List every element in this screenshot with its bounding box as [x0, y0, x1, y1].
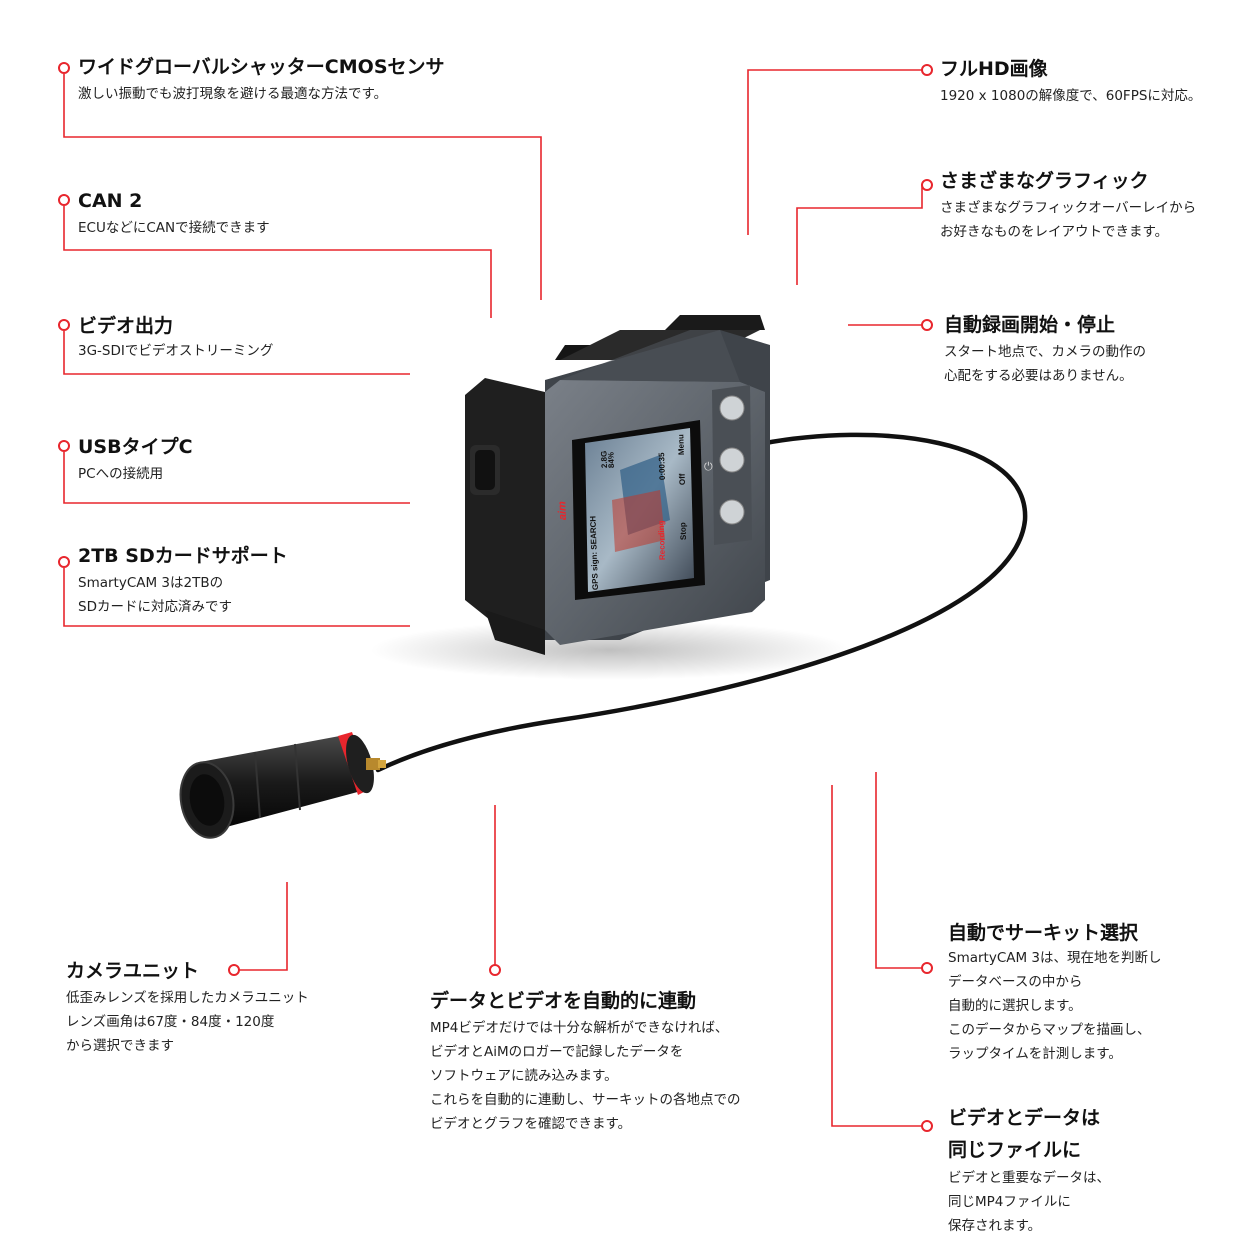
callout-dot [58, 62, 70, 74]
feature-camera: カメラユニット 低歪みレンズを採用したカメラユニット レンズ画角は67度・84度… [66, 958, 309, 1058]
screen-menu: Menu [676, 434, 686, 455]
feature-camera-desc: 低歪みレンズを採用したカメラユニット レンズ画角は67度・84度・120度 から… [66, 990, 309, 1054]
feature-sensor: ワイドグローバルシャッターCMOSセンサ 激しい振動でも波打現象を避ける最適な方… [78, 54, 445, 106]
feature-graphics-desc: さまざまなグラフィックオーバーレイから お好きなものをレイアウトできます。 [940, 200, 1197, 240]
feature-fullhd-desc: 1920 x 1080の解像度で、60FPSに対応。 [940, 88, 1202, 104]
screen-gps-text: GPS sign: SEARCH [588, 516, 600, 591]
camera-cable [375, 432, 1028, 773]
feature-usb-title: USBタイプC [78, 436, 193, 458]
feature-samefile-title: ビデオとデータは [948, 1107, 1101, 1129]
feature-sd: 2TB SDカードサポート SmartyCAM 3は2TBの SDカードに対応済… [78, 543, 288, 619]
feature-link-title: データとビデオを自動的に連動 [430, 990, 697, 1012]
feature-graphics-title: さまざまなグラフィック [940, 170, 1149, 192]
device-button-bottom[interactable] [719, 499, 745, 525]
screen-stop: Stop [678, 522, 688, 540]
feature-samefile-desc: ビデオと重要なデータは、 同じMP4ファイルに 保存されます。 [948, 1170, 1110, 1234]
feature-circuit: 自動でサーキット選択 SmartyCAM 3は、現在地を判断し データベースの中… [948, 920, 1162, 1066]
feature-video-out-desc: 3G-SDIでビデオストリーミング [78, 343, 274, 359]
feature-camera-title: カメラユニット [66, 960, 200, 982]
brand-logo: aim [556, 501, 569, 521]
camera-unit [179, 732, 386, 839]
feature-can-title: CAN 2 [78, 190, 143, 212]
feature-autorec: 自動録画開始・停止 スタート地点で、カメラの動作の 心配をする必要はありません。 [944, 312, 1146, 388]
screen-recording: Recording [657, 520, 667, 560]
feature-usb: USBタイプC PCへの接続用 [78, 434, 193, 486]
feature-circuit-title: 自動でサーキット選択 [948, 922, 1139, 944]
feature-circuit-desc: SmartyCAM 3は、現在地を判断し データベースの中から 自動的に選択しま… [948, 950, 1162, 1062]
feature-autorec-desc: スタート地点で、カメラの動作の 心配をする必要はありません。 [944, 344, 1146, 384]
feature-can-desc: ECUなどにCANで接続できます [78, 220, 270, 236]
feature-can: CAN 2 ECUなどにCANで接続できます [78, 188, 270, 240]
feature-samefile: ビデオとデータは 同じファイルに ビデオと重要なデータは、 同じMP4ファイルに… [948, 1102, 1110, 1238]
feature-sensor-title: ワイドグローバルシャッターCMOSセンサ [78, 56, 445, 78]
feature-sensor-desc: 激しい振動でも波打現象を避ける最適な方法です。 [78, 86, 388, 102]
screen-time: 0:00:35 [657, 452, 667, 480]
feature-link-desc: MP4ビデオだけでは十分な解析ができなければ、 ビデオとAiMのロガーで記録した… [430, 1020, 741, 1132]
feature-link: データとビデオを自動的に連動 MP4ビデオだけでは十分な解析ができなければ、 ビ… [430, 988, 741, 1136]
screen-storage-2: 84% [606, 452, 616, 468]
feature-sd-title: 2TB SDカードサポート [78, 545, 288, 567]
feature-fullhd: フルHD画像 1920 x 1080の解像度で、60FPSに対応。 [940, 56, 1201, 108]
feature-graphics: さまざまなグラフィック さまざまなグラフィックオーバーレイから お好きなものをレ… [940, 168, 1196, 244]
feature-autorec-title: 自動録画開始・停止 [944, 314, 1116, 336]
screen-storage-1: 2.8G [599, 451, 609, 469]
device-button-top[interactable] [719, 395, 745, 421]
feature-video-out-title: ビデオ出力 [78, 315, 174, 337]
feature-sd-desc: SmartyCAM 3は2TBの SDカードに対応済みです [78, 575, 232, 615]
device-button-middle[interactable] [719, 447, 745, 473]
power-icon: ⏻ [704, 460, 713, 473]
feature-samefile-title-2: 同じファイルに [948, 1139, 1082, 1161]
feature-fullhd-title: フルHD画像 [940, 58, 1048, 80]
feature-video-out: ビデオ出力 3G-SDIでビデオストリーミング [78, 313, 273, 363]
feature-usb-desc: PCへの接続用 [78, 466, 164, 482]
screen-off: Off [678, 473, 687, 485]
